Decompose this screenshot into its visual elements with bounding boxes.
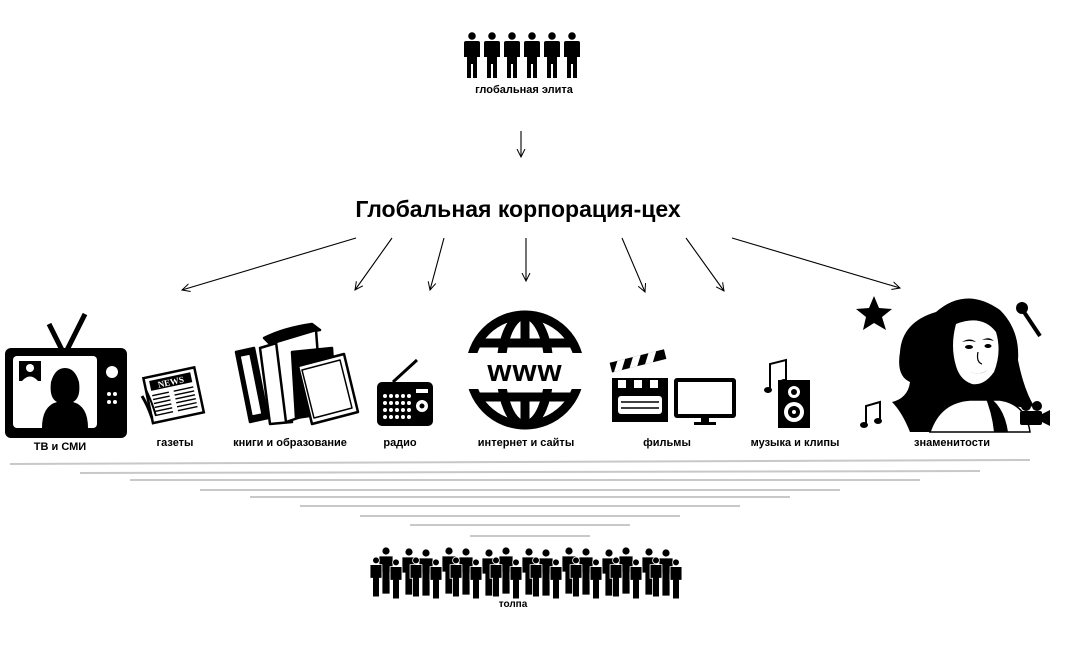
crowd-person-icon bbox=[389, 558, 403, 600]
elite-people-icon bbox=[464, 32, 580, 78]
clapper-monitor-icon bbox=[609, 349, 736, 425]
star-icon bbox=[856, 296, 892, 330]
books-label: книги и образование bbox=[233, 437, 347, 449]
speaker-note-icon bbox=[764, 358, 810, 428]
radio-label: радио bbox=[383, 437, 417, 449]
crowd-person-icon bbox=[469, 558, 483, 600]
crowd-person-icon bbox=[429, 558, 443, 600]
celebrities-label: знаменитости bbox=[914, 437, 990, 449]
internet-label: интернет и сайты bbox=[477, 437, 575, 449]
crowd-person-icon bbox=[418, 548, 434, 597]
crowd-person-icon bbox=[369, 556, 383, 598]
arrow-to-music bbox=[685, 237, 724, 291]
crowd-person-icon bbox=[529, 556, 543, 598]
crowd-icon bbox=[369, 546, 683, 600]
www-globe-icon: www bbox=[462, 310, 588, 430]
elite-label: глобальная элита bbox=[475, 84, 573, 96]
corporation-title: Глобальная корпорация-цех bbox=[355, 196, 681, 222]
movie-camera-icon bbox=[1020, 401, 1050, 426]
crowd-person-icon bbox=[489, 556, 503, 598]
svg-text:www: www bbox=[486, 353, 562, 388]
arrow-to-tv bbox=[182, 237, 357, 290]
crowd-person-icon bbox=[549, 558, 563, 600]
newspaper-icon: NEWS bbox=[140, 365, 206, 425]
films-label: фильмы bbox=[643, 437, 691, 449]
crowd-label: толпа bbox=[498, 599, 528, 610]
crowd-person-icon bbox=[629, 558, 643, 600]
tv-label: ТВ и СМИ bbox=[33, 441, 87, 453]
arrow-to-celebrities bbox=[731, 237, 900, 288]
radio-icon bbox=[377, 358, 433, 426]
crowd-person-icon bbox=[669, 558, 683, 600]
crowd-person-icon bbox=[649, 556, 663, 598]
crowd-person-icon bbox=[569, 556, 583, 598]
crowd-person-icon bbox=[458, 547, 474, 596]
crowd-person-icon bbox=[509, 558, 523, 600]
crowd-person-icon bbox=[578, 547, 594, 596]
arrow-to-newspapers bbox=[355, 237, 393, 290]
arrow-to-films bbox=[621, 237, 645, 292]
crowd-person-icon bbox=[449, 556, 463, 598]
music-note-icon bbox=[860, 400, 882, 428]
newspapers-label: газеты bbox=[156, 437, 194, 449]
books-icon bbox=[234, 322, 360, 426]
crowd-person-icon bbox=[609, 556, 623, 598]
microphone-icon bbox=[1016, 302, 1042, 338]
crowd-person-icon bbox=[589, 558, 603, 600]
arrow-to-books bbox=[430, 237, 445, 290]
converging-lines bbox=[9, 459, 1031, 537]
celebrity-icon bbox=[856, 296, 1050, 433]
crowd-person-icon bbox=[409, 556, 423, 598]
music-label: музыка и клипы bbox=[750, 437, 840, 449]
tv-icon bbox=[5, 312, 127, 438]
